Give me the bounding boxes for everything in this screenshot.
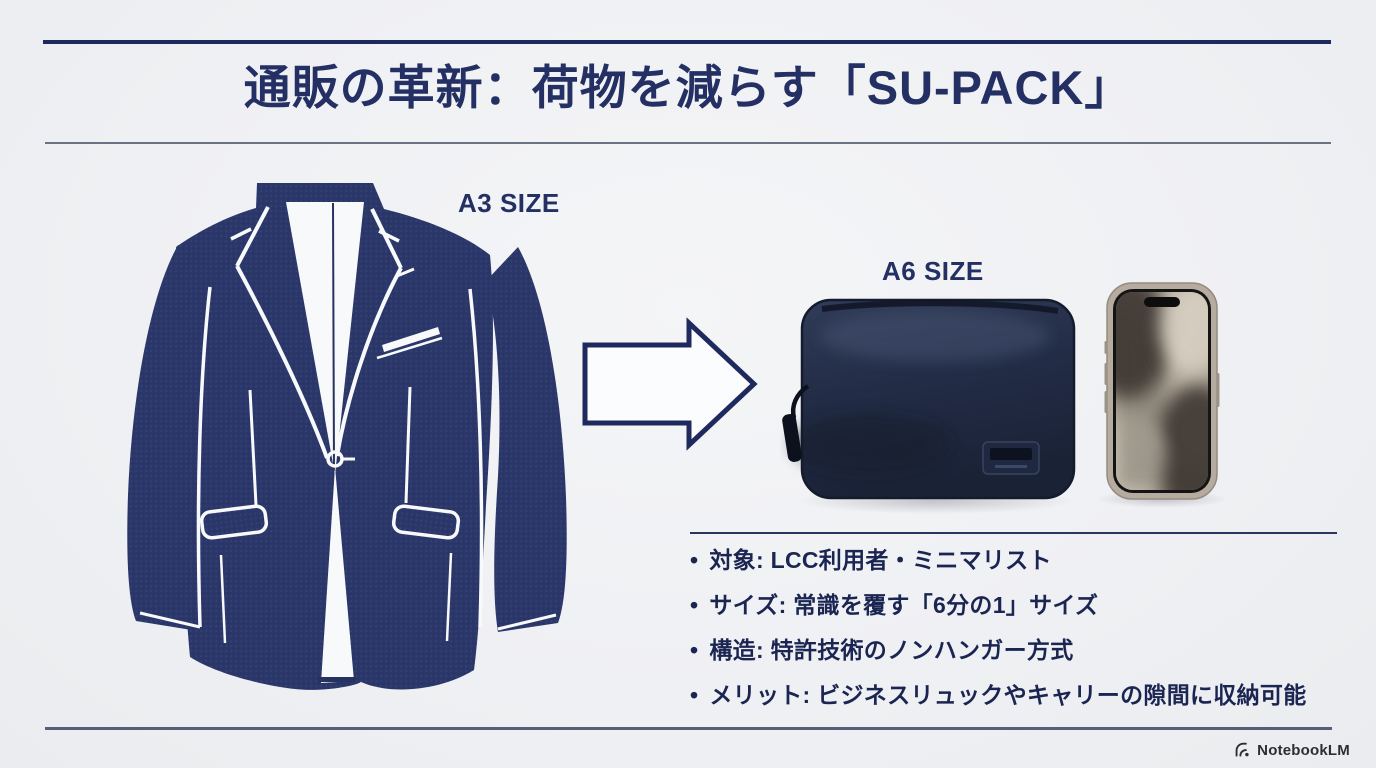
bullet-dot: •	[690, 637, 699, 663]
list-item: • メリット: ビジネスリュックやキャリーの隙間に収納可能	[690, 681, 1350, 726]
jacket-illustration	[120, 175, 580, 715]
list-item: • サイズ: 常識を覆す「6分の1」サイズ	[690, 591, 1350, 636]
bullet-text: 対象: LCC利用者・ミニマリスト	[709, 547, 1052, 573]
bullet-dot: •	[690, 547, 699, 573]
notebooklm-logo-icon	[1235, 742, 1249, 757]
smartphone-icon	[1104, 282, 1220, 500]
bullet-text: 構造: 特許技術のノンハンガー方式	[709, 637, 1074, 663]
bullet-text: メリット: ビジネスリュックやキャリーの隙間に収納可能	[709, 682, 1307, 708]
transform-arrow	[580, 316, 760, 452]
bullet-dot: •	[690, 592, 699, 618]
title-divider	[45, 142, 1331, 144]
list-item: • 対象: LCC利用者・ミニマリスト	[690, 546, 1350, 591]
list-item: • 構造: 特許技術のノンハンガー方式	[690, 636, 1350, 681]
brand-name: NotebookLM	[1257, 742, 1350, 759]
jacket-size-label: A3 SIZE	[458, 188, 560, 218]
bullet-dot: •	[690, 682, 699, 708]
right-arrow-icon	[582, 317, 758, 451]
page-title: 通販の革新：荷物を減らす「SU-PACK」	[243, 61, 1133, 114]
feature-list: • 対象: LCC利用者・ミニマリスト • サイズ: 常識を覆す「6分の1」サイ…	[690, 546, 1350, 726]
footer-brand: NotebookLM	[1234, 742, 1350, 759]
bottom-rule	[45, 727, 1332, 730]
pouch-icon	[782, 298, 1076, 500]
phone-illustration	[1102, 281, 1222, 501]
pouch-illustration	[780, 294, 1080, 504]
suit-jacket-icon	[127, 183, 567, 690]
feature-divider	[690, 532, 1337, 534]
pouch-size-label: A6 SIZE	[882, 256, 984, 286]
top-rule	[43, 40, 1331, 44]
bullet-text: サイズ: 常識を覆す「6分の1」サイズ	[709, 592, 1099, 618]
